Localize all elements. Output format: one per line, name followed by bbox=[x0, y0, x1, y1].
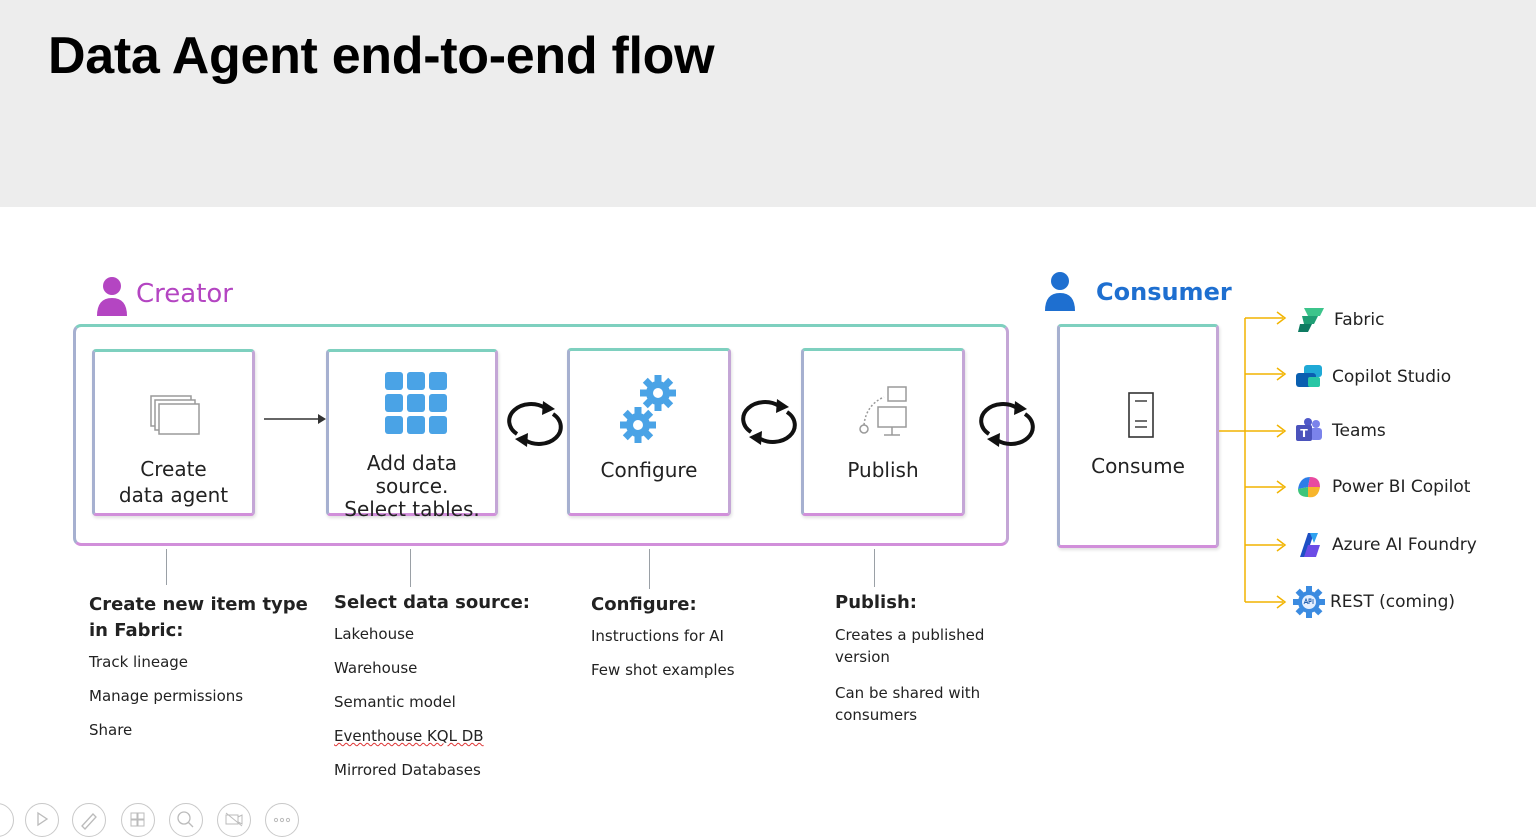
target-label: Power BI Copilot bbox=[1332, 477, 1471, 497]
target-power-bi-copilot: Power BI Copilot bbox=[1294, 469, 1470, 505]
detail-configure: Configure: Instructions for AI Few shot … bbox=[591, 592, 811, 694]
target-label: Teams bbox=[1332, 421, 1386, 441]
creator-person-icon bbox=[97, 277, 127, 316]
step-label: Create data agent bbox=[118, 457, 229, 507]
target-teams: T Teams bbox=[1294, 413, 1386, 449]
copilot-studio-icon bbox=[1296, 365, 1322, 387]
cycle-arrows-icon bbox=[741, 399, 797, 445]
camera-button[interactable] bbox=[217, 803, 251, 837]
creator-label: Creator bbox=[136, 279, 233, 309]
fabric-icon bbox=[1298, 308, 1324, 332]
detail-item: Lakehouse bbox=[334, 625, 415, 643]
page-title: Data Agent end-to-end flow bbox=[48, 27, 715, 85]
detail-item: Can be shared with consumers bbox=[835, 684, 981, 724]
detail-item-text: Eventhouse KQL DB bbox=[334, 727, 484, 745]
detail-item: Instructions for AI bbox=[591, 627, 724, 645]
target-label: Copilot Studio bbox=[1332, 367, 1452, 387]
step-add-data-source: Add data source. Select tables. bbox=[326, 349, 498, 521]
consume-label: Consume bbox=[1091, 454, 1185, 478]
step-label: Configure bbox=[600, 458, 698, 482]
step-label: Add data source. Select tables. bbox=[344, 451, 480, 521]
slides-grid-icon bbox=[130, 812, 145, 827]
teams-icon: T bbox=[1296, 418, 1322, 441]
copilot-icon bbox=[1298, 477, 1320, 498]
detail-item: Eventhouse KQL DB bbox=[334, 726, 554, 746]
step-configure: Configure bbox=[567, 348, 731, 516]
detail-publish: Publish: Creates a published version Can… bbox=[835, 590, 1055, 740]
consumer-label: Consumer bbox=[1096, 278, 1232, 306]
detail-item: Mirrored Databases bbox=[334, 761, 481, 779]
target-label: REST (coming) bbox=[1330, 592, 1455, 612]
detail-item: Share bbox=[89, 721, 133, 739]
publish-icon bbox=[859, 386, 907, 436]
title-bar: Data Agent end-to-end flow bbox=[0, 0, 1536, 207]
consume-box: Consume bbox=[1057, 324, 1219, 548]
target-copilot-studio: Copilot Studio bbox=[1294, 359, 1451, 395]
cycle-arrows-icon bbox=[979, 401, 1035, 447]
previous-slide-button[interactable] bbox=[0, 803, 14, 837]
arrow-right-icon bbox=[264, 414, 326, 424]
next-slide-button[interactable] bbox=[25, 803, 59, 837]
detail-item: Warehouse bbox=[334, 659, 418, 677]
target-rest: REST (coming) bbox=[1292, 584, 1455, 620]
detail-item: Manage permissions bbox=[89, 687, 244, 705]
creator-flow-frame bbox=[73, 324, 1009, 546]
step-create-data-agent: Create data agent bbox=[92, 349, 255, 516]
target-connectors bbox=[1219, 311, 1287, 609]
stacked-windows-icon bbox=[150, 395, 200, 435]
cycle-arrows-icon bbox=[507, 401, 563, 447]
zoom-button[interactable] bbox=[169, 803, 203, 837]
camera-off-icon bbox=[225, 812, 243, 827]
detail-item: Track lineage bbox=[89, 653, 189, 671]
pen-icon bbox=[81, 813, 97, 830]
target-label: Fabric bbox=[1334, 310, 1385, 330]
detail-heading: Select data source: bbox=[334, 592, 530, 613]
document-icon bbox=[1128, 392, 1154, 438]
magnifier-icon bbox=[177, 811, 194, 828]
svg-text:T: T bbox=[1300, 427, 1308, 440]
detail-heading: Create new item type in Fabric: bbox=[89, 594, 308, 641]
detail-connector bbox=[649, 549, 650, 589]
detail-heading: Publish: bbox=[835, 592, 917, 613]
detail-connector bbox=[874, 549, 875, 587]
play-icon bbox=[37, 811, 49, 827]
step-label: Publish bbox=[847, 458, 919, 482]
detail-item: Creates a published version bbox=[835, 626, 985, 666]
detail-heading: Configure: bbox=[591, 594, 697, 615]
detail-item: Few shot examples bbox=[591, 661, 735, 679]
gears-icon bbox=[620, 375, 676, 443]
detail-item: Semantic model bbox=[334, 693, 456, 711]
detail-data-source: Select data source: Lakehouse Warehouse … bbox=[334, 590, 554, 794]
target-azure-ai-foundry: Azure AI Foundry bbox=[1294, 527, 1477, 563]
pen-button[interactable] bbox=[72, 803, 106, 837]
azure-ai-foundry-icon bbox=[1300, 533, 1320, 557]
more-options-button[interactable] bbox=[265, 803, 299, 837]
target-label: Azure AI Foundry bbox=[1332, 535, 1477, 555]
detail-connector bbox=[410, 549, 411, 587]
step-publish: Publish bbox=[801, 348, 965, 516]
api-gear-icon bbox=[1293, 586, 1325, 618]
consumer-person-icon bbox=[1045, 272, 1075, 311]
grid-icon bbox=[385, 372, 447, 434]
target-fabric: Fabric bbox=[1296, 302, 1385, 338]
ellipsis-icon bbox=[273, 817, 291, 823]
detail-create: Create new item type in Fabric: Track li… bbox=[89, 592, 309, 754]
see-all-slides-button[interactable] bbox=[121, 803, 155, 837]
detail-connector bbox=[166, 549, 167, 585]
